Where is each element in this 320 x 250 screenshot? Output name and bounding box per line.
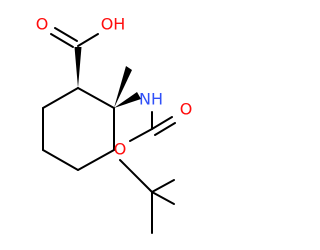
tert-butyl-group	[119, 159, 175, 234]
carboxyl-oxygen-label: O	[36, 15, 49, 34]
carboxylic-acid-group: O OH	[36, 15, 126, 88]
ring-bond-c6-c1	[42, 87, 79, 109]
bond-ester-o-quaternary-c	[119, 159, 153, 193]
carbonyl-double-bond-a	[50, 33, 74, 48]
wedge-bond-c1-carboxyl	[74, 47, 82, 88]
bond-carbonyl-c-ester-o	[129, 128, 153, 142]
molecule-structure-diagram: O OH NH O O	[36, 15, 193, 234]
wedge-bond-c2-nitrogen	[114, 92, 141, 108]
wedge-bond-c2-methyl	[114, 66, 132, 108]
bond-quaternary-c-methyl-top	[151, 179, 175, 193]
boc-amine-group: NH O O	[114, 90, 193, 159]
carbonyl-double-bond-b	[54, 27, 78, 42]
ring-bond-c4-c5	[42, 149, 79, 171]
amine-label: NH	[139, 90, 163, 109]
bond-carboxyl-c-oh	[77, 33, 99, 47]
carbonyl-oxygen-label: O	[180, 100, 193, 119]
carbamate-double-bond-b	[154, 122, 176, 136]
bond-quaternary-c-methyl-right	[151, 191, 175, 205]
cyclohexane-ring	[42, 87, 115, 171]
ring-bond-c1-c2	[77, 87, 115, 109]
ring-bond-c3-c4	[77, 149, 115, 171]
hydroxyl-label: OH	[101, 15, 126, 34]
carbamate-double-bond-a	[151, 116, 173, 130]
ester-oxygen-label: O	[114, 140, 127, 159]
